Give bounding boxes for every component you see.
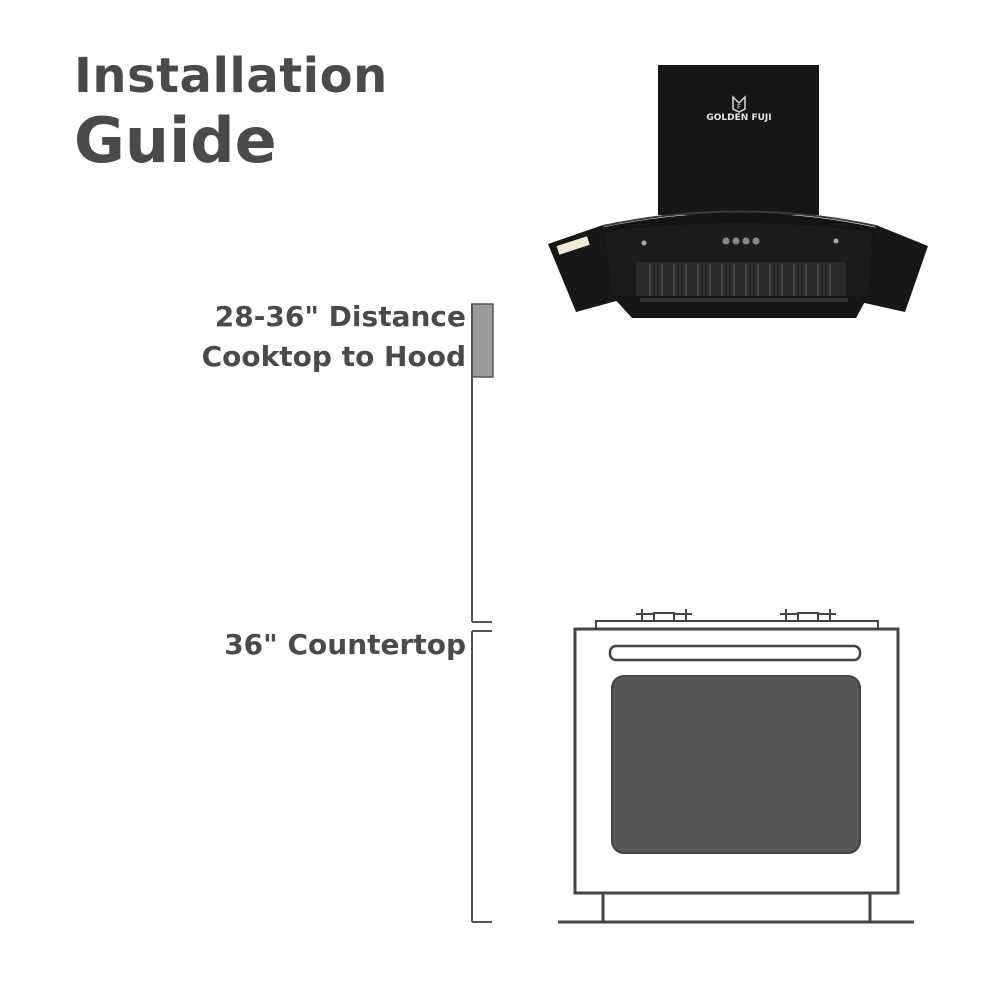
hood-button-low <box>742 237 750 245</box>
svg-text:F: F <box>737 103 741 111</box>
hood-right-light-icon <box>833 238 839 244</box>
hood-brand-text: GOLDEN FUJI <box>706 113 771 123</box>
distance-label-line2: Cooktop to Hood <box>201 340 466 373</box>
distance-label-line1: 28-36" Distance <box>214 300 466 333</box>
hood-chimney <box>658 65 819 215</box>
title-installation: Installation <box>74 48 388 104</box>
hood-control-panel <box>722 237 760 245</box>
hood-filter-slats <box>649 264 831 298</box>
title-guide: Guide <box>74 104 277 177</box>
range-hood-illustration: F GOLDEN FUJI <box>548 65 928 318</box>
hood-filter-grille <box>636 262 846 300</box>
hood-right-wing <box>860 225 928 312</box>
hood-button-light <box>722 237 730 245</box>
burner-grate-right <box>780 609 836 622</box>
distance-bracket <box>471 303 494 623</box>
oven-handle <box>608 644 862 662</box>
countertop-bracket <box>471 630 492 923</box>
hood-sticker <box>556 236 590 255</box>
hood-button-off <box>752 237 760 245</box>
burner-grate-left <box>636 609 692 622</box>
range-oven-illustration <box>558 609 914 924</box>
hood-button-high <box>732 237 740 245</box>
distance-bracket-shaded <box>471 303 494 378</box>
countertop-label: 36" Countertop <box>224 628 466 661</box>
brand-logo-icon: F <box>732 95 746 113</box>
oven-window <box>611 675 861 854</box>
hood-left-light-icon <box>641 240 647 246</box>
